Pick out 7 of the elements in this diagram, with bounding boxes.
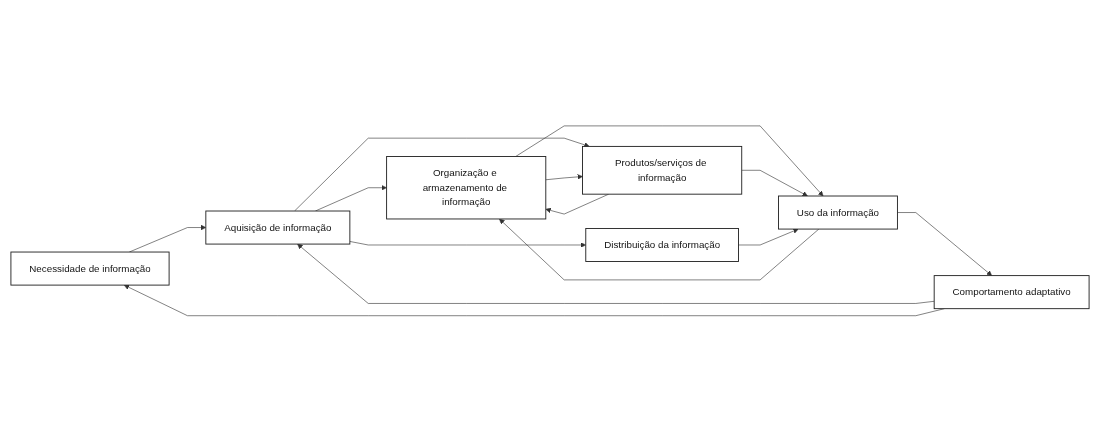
node-box: Necessidade de informação xyxy=(10,251,170,286)
node-box: Comportamento adaptativo xyxy=(933,274,1090,309)
node-box: Uso da informação xyxy=(778,195,898,230)
node-box: Distribuição da informação xyxy=(585,227,739,262)
node-box: Produtos/serviços de informação xyxy=(582,145,743,195)
node-box: Aquisição de informação xyxy=(205,210,351,245)
node-box: Organização e armazenamento de informação xyxy=(386,155,547,220)
